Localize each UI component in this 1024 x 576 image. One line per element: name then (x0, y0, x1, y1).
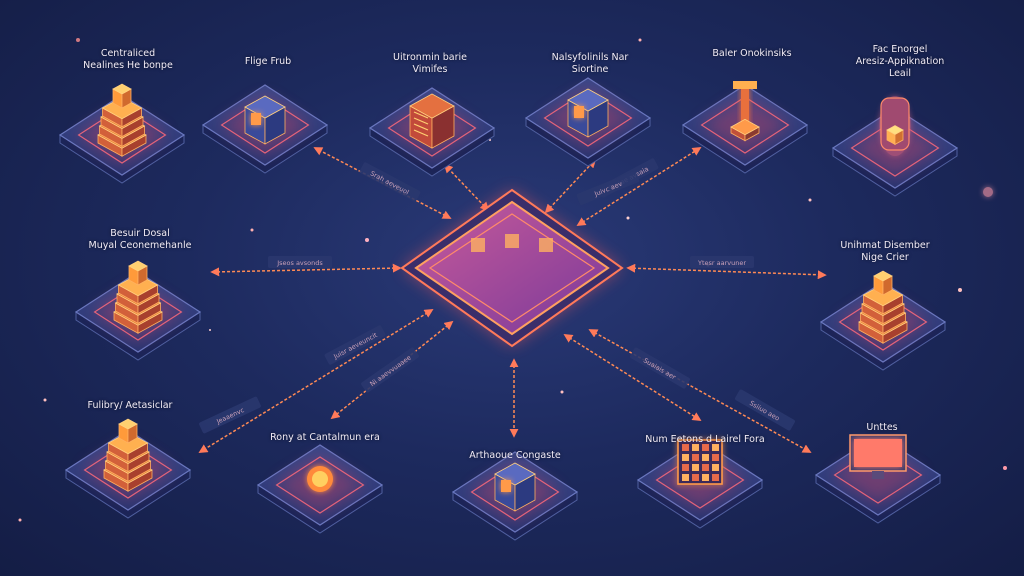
node-label-line1: Uitronmin barie (392, 52, 468, 63)
connector-n13 (588, 329, 812, 453)
stack-icon (858, 270, 908, 344)
cube-icon (567, 88, 609, 138)
edge-label: Juivc aev (576, 171, 640, 205)
node-n9 (64, 418, 192, 519)
node-n12 (636, 439, 764, 529)
edge-label: Jeaaenvc (199, 396, 261, 434)
node-n7 (74, 260, 202, 361)
connector-n9 (198, 309, 434, 453)
node-label-line1: Centraliced (100, 48, 156, 59)
node-n5 (681, 81, 809, 174)
node-n13 (814, 434, 942, 524)
central-hub (400, 188, 624, 348)
connector-n3 (443, 163, 490, 212)
node-label-line2: Nealines He bonpe (83, 60, 173, 71)
edge-label-text: Ytesr aarvuner (697, 259, 746, 267)
node-label-line2: Muyal Ceonemehanle (88, 240, 192, 251)
node-n8 (819, 270, 947, 371)
edge-label: Srah aeveuol (359, 162, 421, 202)
edge-label: Ytesr aarvuner (690, 256, 754, 268)
stack-icon (113, 260, 163, 334)
node-label-line1: Num Eetons d Lairel Fora (645, 434, 765, 445)
node-n10 (256, 444, 384, 534)
node-label-line1: Arthaoue Congaste (469, 450, 561, 461)
node-label-line2: Siortine (571, 64, 609, 75)
orb-icon (307, 466, 333, 492)
node-label-line1: Nalsyfolinils Nar (551, 52, 629, 63)
node-label-n11: Arthaoue Congaste (440, 450, 590, 462)
stack-icon (97, 83, 147, 157)
node-n4 (524, 77, 652, 167)
node-label-line1: Rony at Cantalmun era (270, 432, 380, 443)
node-label-n12: Num Eetons d Lairel Fora (630, 434, 780, 446)
edge-label: Suaiais aer (630, 347, 690, 389)
node-label-n5: Baler Onokinsiks (677, 48, 827, 60)
node-label-n10: Rony at Cantalmun era (250, 432, 400, 444)
node-n6 (831, 96, 959, 197)
node-label-line2: Nige Crier (861, 252, 909, 263)
edge-label: Ni aaevvuaaee (361, 347, 419, 393)
node-label-line2: Vimifes (412, 64, 448, 75)
panel-icon (677, 439, 723, 485)
node-label-line1: Unttes (866, 422, 898, 433)
hub-layer (400, 188, 624, 348)
connector-n7 (210, 263, 402, 277)
tower-icon (730, 81, 760, 142)
node-label-line3: Leail (888, 68, 912, 79)
nodes-layer (58, 77, 959, 541)
cube-icon (244, 95, 286, 145)
node-label-n13: Unttes (807, 422, 957, 434)
lamp-icon (879, 96, 911, 156)
node-n1 (58, 83, 186, 184)
node-n3 (368, 87, 496, 177)
node-label-n2: Flige Frub (193, 56, 343, 68)
node-label-line1: Flige Frub (244, 56, 292, 67)
monitor-icon (849, 434, 907, 479)
cube-icon (494, 462, 536, 512)
edge-label: Juisr aeveuncit (324, 325, 386, 365)
edge-label: Jseos avsonds (268, 256, 332, 268)
node-label-line2: Aresiz-Appiknation (855, 56, 945, 67)
node-label-line1: Besuir Dosal (110, 228, 170, 239)
node-label-n9: Fulibry/ Aetasiclar (55, 400, 205, 412)
edge-label: Ssiiuo aeo (735, 389, 795, 431)
node-n2 (201, 84, 329, 174)
node-label-line1: Unihmat Disember (840, 240, 930, 251)
node-label-line1: Fulibry/ Aetasiclar (87, 400, 173, 411)
connector-n4 (544, 158, 597, 214)
edge-label-text: Jseos avsonds (276, 259, 323, 267)
server-icon (409, 93, 455, 149)
edge-label-text: Ni aaevvuaaee (368, 354, 412, 388)
node-n11 (451, 451, 579, 541)
node-label-line1: Baler Onokinsiks (712, 48, 792, 59)
node-label-line1: Fac Enorgel (872, 44, 928, 55)
connector-n5 (576, 147, 702, 226)
stack-icon (103, 418, 153, 492)
connector-n8 (626, 263, 827, 280)
